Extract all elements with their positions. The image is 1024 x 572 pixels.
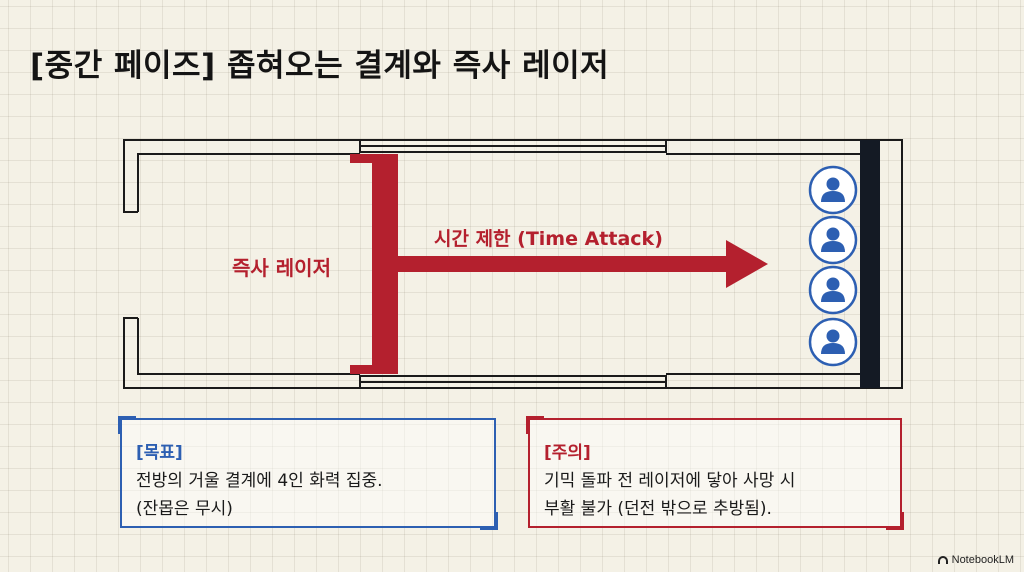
player-2 <box>808 215 858 265</box>
arena-wall-bottom-left-inner <box>137 318 360 375</box>
brand-label: NotebookLM <box>951 554 1014 566</box>
arena-wall-top-left <box>123 139 360 213</box>
arena-wall-right <box>666 139 903 389</box>
arena-wall-bottom-left <box>123 317 360 389</box>
corner-accent <box>480 526 498 530</box>
warning-heading: [주의] <box>544 443 591 463</box>
arena-walls <box>123 139 903 389</box>
notebooklm-watermark: NotebookLM <box>937 554 1014 566</box>
corner-accent <box>900 512 904 530</box>
laser-label: 즉사 레이저 <box>232 256 331 280</box>
arena-wall-top-left-inner <box>137 153 360 212</box>
time-limit-arrow <box>398 240 768 288</box>
player-group <box>808 165 858 367</box>
death-laser <box>350 154 398 374</box>
corner-accent <box>118 416 136 420</box>
warning-box: [주의] 기믹 돌파 전 레이저에 닿아 사망 시 부활 불가 (던전 밖으로 … <box>526 416 904 530</box>
mirror-barrier <box>860 140 880 388</box>
laser-cap-top <box>350 154 380 163</box>
warning-text-line-1: 기믹 돌파 전 레이저에 닿아 사망 시 <box>544 471 796 491</box>
corner-accent <box>886 526 904 530</box>
arrow-shaft <box>398 256 730 272</box>
user-icon <box>821 227 845 252</box>
goal-text-line-1: 전방의 거울 결계에 4인 화력 집중. <box>136 471 383 491</box>
goal-heading: [목표] <box>136 443 183 463</box>
time-limit-label: 시간 제한 (Time Attack) <box>434 228 663 250</box>
laser-cap-bottom <box>350 365 380 374</box>
corner-accent <box>526 416 530 434</box>
goal-box: [목표] 전방의 거울 결계에 4인 화력 집중. (잔몹은 무시) <box>118 416 498 530</box>
corner-accent <box>526 416 544 420</box>
player-1 <box>808 165 858 215</box>
page-title: [중간 페이즈] 좁혀오는 결계와 즉사 레이저 <box>30 48 610 84</box>
corner-accent <box>494 512 498 530</box>
notebooklm-logo-icon <box>937 556 948 564</box>
user-icon <box>821 177 845 202</box>
player-4 <box>808 317 858 367</box>
goal-text-line-2: (잔몹은 무시) <box>136 499 233 519</box>
user-icon <box>821 277 845 302</box>
arrow-head <box>726 240 768 288</box>
player-3 <box>808 265 858 315</box>
warning-text-line-2: 부활 불가 (던전 밖으로 추방됨). <box>544 499 772 519</box>
laser-beam-vertical <box>372 154 398 374</box>
corner-accent <box>118 416 122 434</box>
user-icon <box>821 329 845 354</box>
